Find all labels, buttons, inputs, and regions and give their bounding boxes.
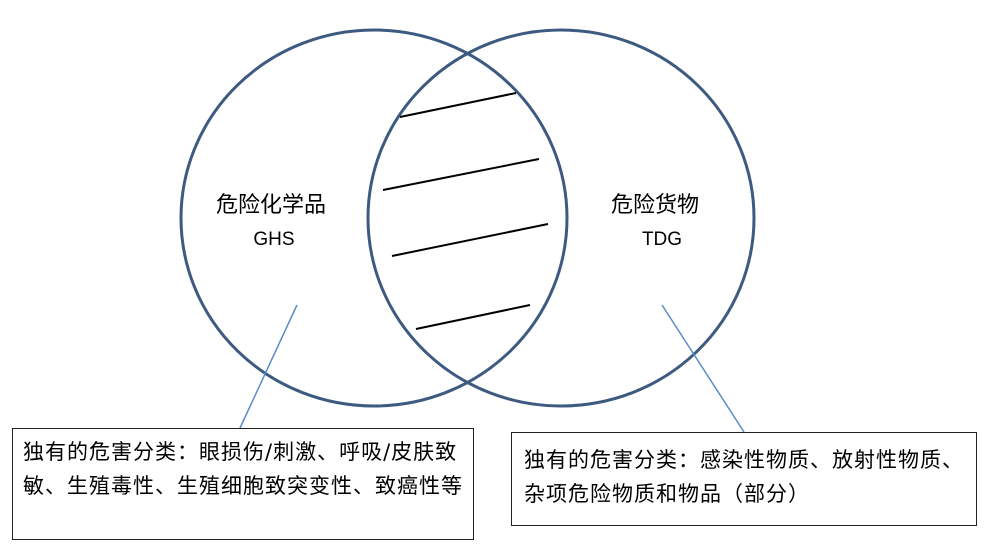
left-set-abbr: GHS (253, 229, 295, 250)
intersection-hatch-line (399, 92, 517, 118)
left-set-circle (179, 28, 569, 408)
intersection-hatch-line (391, 223, 549, 257)
right-leader-line (661, 304, 745, 433)
intersection-hatch-line (382, 158, 540, 191)
left-callout-box: 独有的危害分类：眼损伤/刺激、呼吸/皮肤致敏、生殖毒性、生殖细胞致突变性、致癌性… (12, 428, 474, 540)
right-set-circle (366, 28, 756, 408)
left-leader-line (239, 304, 298, 429)
left-set-title: 危险化学品 (215, 193, 326, 218)
right-callout-box: 独有的危害分类：感染性物质、放射性物质、杂项危险物质和物品（部分） (511, 432, 977, 526)
right-set-title: 危险货物 (610, 193, 699, 218)
right-set-abbr: TDG (641, 229, 683, 250)
intersection-hatch-line (415, 304, 531, 330)
